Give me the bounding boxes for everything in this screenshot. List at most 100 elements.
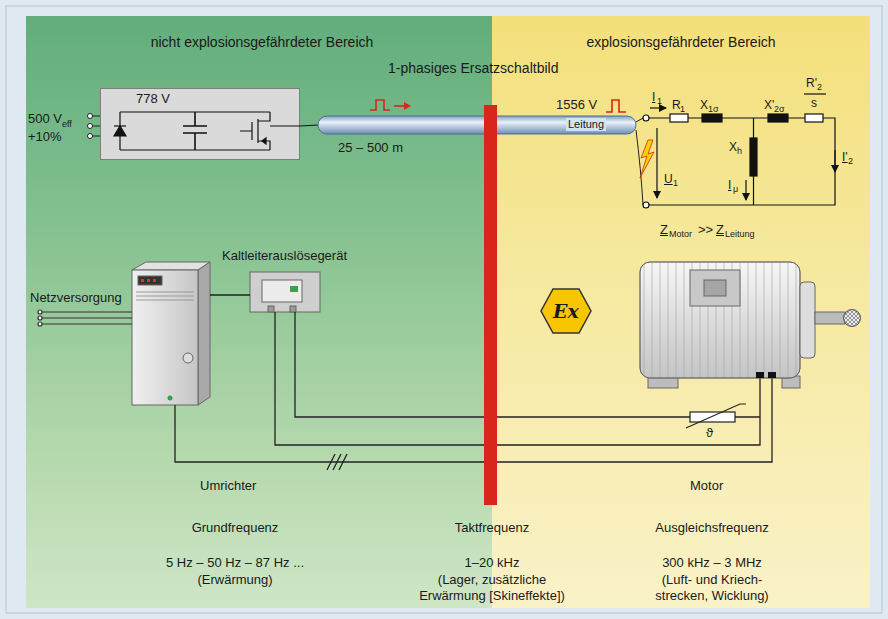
equivalent-circuit	[643, 115, 649, 121]
current-symbol: I	[652, 90, 655, 104]
equivalent-circuit	[640, 94, 835, 208]
current-symbol: I'	[842, 150, 848, 164]
converter-cabinet	[138, 276, 162, 285]
voltage-symbol: U	[664, 172, 673, 186]
subscript: μ	[733, 184, 738, 195]
thermistor-relay	[290, 306, 296, 312]
voltage-pulse	[394, 105, 406, 107]
thermistor-relay	[268, 306, 274, 312]
temperature-symbol: ϑ	[706, 425, 713, 441]
control-wires	[175, 295, 772, 470]
converter-box: 778 V	[100, 88, 300, 160]
motor	[648, 376, 678, 388]
motor	[768, 372, 776, 378]
subscript: 1σ	[708, 104, 719, 115]
subscript: h	[737, 146, 742, 157]
impedance-symbol: Z	[716, 222, 724, 238]
cable-length: 25 – 500 m	[338, 140, 403, 156]
device-label: Umrichter	[200, 478, 256, 494]
equivalent-circuit	[834, 150, 835, 172]
converter-cabinet	[132, 262, 210, 270]
converter-cabinet	[168, 396, 173, 401]
frequency-effect: (Lager, zusätzliche Erwärmung [Skineffek…	[407, 572, 577, 604]
thermistor-relay	[250, 272, 320, 312]
mains-supply-lines	[38, 322, 42, 326]
equivalent-circuit	[750, 138, 757, 176]
frequency-range: 5 Hz – 50 Hz – 87 Hz ...	[135, 555, 335, 571]
subscript: Leitung	[725, 229, 755, 240]
cable	[318, 116, 643, 205]
control-wires	[327, 454, 347, 470]
device-label: Motor	[690, 478, 723, 494]
converter-symbols	[114, 126, 126, 136]
safe-area-band: nicht explosionsgefährdeter Bereich778 V	[26, 16, 498, 608]
motor	[640, 262, 800, 378]
converter-cabinet	[183, 353, 193, 363]
thermistor-relay	[262, 280, 302, 302]
motor	[844, 310, 861, 327]
motor	[800, 282, 815, 358]
frequency-heading: Ausgleichsfrequenz	[622, 520, 802, 536]
converter-symbols	[114, 112, 318, 150]
frequency-effect: (Luft- und Kriech- strecken, Wicklung)	[647, 572, 777, 604]
cable	[318, 116, 636, 134]
frequency-effect: (Erwärmung)	[135, 572, 335, 588]
voltage-pulse	[370, 100, 390, 110]
supply-voltage: 500 V	[28, 111, 62, 127]
subscript: 2	[848, 156, 853, 167]
reactance-label: X'	[764, 98, 774, 112]
subscript: 1	[680, 104, 685, 115]
equivalent-circuit	[650, 107, 666, 108]
thermistor-symbol	[690, 412, 735, 422]
subscript: 2	[817, 82, 822, 93]
mains-input	[88, 134, 93, 139]
subscript: Motor	[669, 229, 692, 240]
frame-border	[6, 6, 882, 613]
equivalent-circuit	[805, 114, 823, 122]
cable-label: Leitung	[566, 118, 606, 131]
mains-input	[93, 116, 101, 136]
thermistor-relay	[290, 286, 298, 292]
thermistor-symbol	[686, 404, 746, 428]
reactance-label: X	[700, 98, 708, 112]
mains-input	[88, 114, 101, 139]
node-text: 778 V	[136, 91, 170, 106]
mains-supply-lines	[38, 310, 132, 326]
equivalent-circuit	[649, 118, 835, 205]
mains-supply-lines	[40, 312, 132, 324]
converter-cabinet	[141, 279, 144, 282]
voltage-pulse	[404, 102, 411, 110]
converter-cabinet	[153, 279, 156, 282]
equivalent-circuit	[768, 114, 788, 122]
voltage-tolerance: +10%	[28, 129, 62, 145]
converter-symbols	[120, 112, 270, 150]
equivalent-circuit	[643, 202, 649, 208]
converter-symbols	[262, 138, 266, 144]
thermistor-relay	[250, 272, 320, 312]
control-wires	[175, 378, 772, 462]
motor	[782, 376, 800, 388]
equivalent-circuit	[640, 140, 654, 178]
supply-label: Netzversorgung	[30, 290, 122, 306]
frequency-heading: Taktfrequenz	[402, 520, 582, 536]
frequency-range: 1–20 kHz	[402, 555, 582, 571]
zone-boundary	[484, 105, 497, 505]
subscript: 1	[657, 96, 662, 107]
frequency-range: 300 kHz – 3 MHz	[622, 555, 802, 571]
frequency-heading: Grundfrequenz	[135, 520, 335, 536]
equivalent-circuit	[656, 128, 657, 198]
motor	[756, 372, 764, 378]
resistor-symbol-label: R	[672, 98, 681, 112]
reactance-label: X	[729, 140, 737, 154]
converter-cabinet	[147, 279, 150, 282]
mains-input	[88, 114, 93, 119]
converter-cabinet	[132, 270, 198, 405]
comparison-sign: >>	[698, 222, 713, 238]
motor	[815, 312, 845, 324]
voltage-pulse	[606, 100, 626, 112]
control-wires	[210, 294, 250, 295]
subscript: 1	[673, 178, 678, 189]
impedance-symbol: Z	[660, 222, 668, 238]
ex-symbol: Ex	[540, 288, 592, 334]
